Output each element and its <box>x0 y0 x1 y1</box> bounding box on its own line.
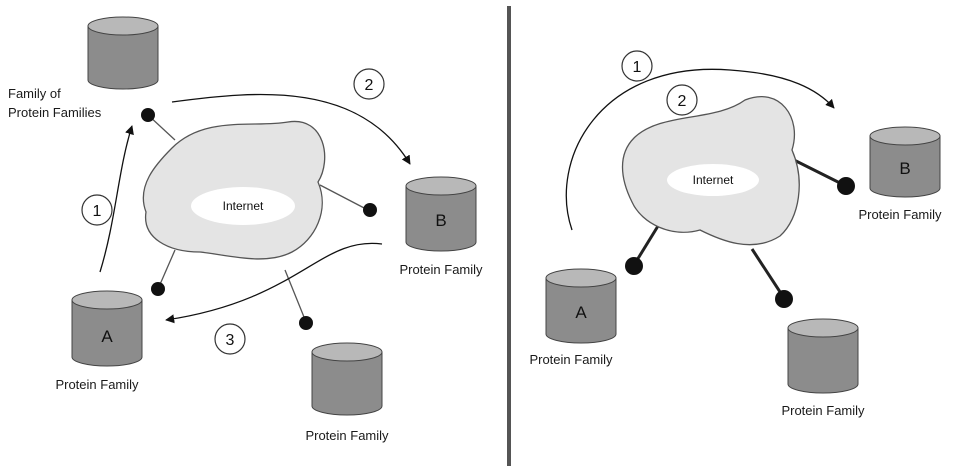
cylinder-c-label: Protein Family <box>781 403 865 418</box>
cylinder-b-letter: B <box>435 211 446 230</box>
internet-label: Internet <box>693 173 734 187</box>
node-b <box>837 177 855 195</box>
cylinder-b <box>869 126 941 198</box>
cylinder-b <box>405 176 477 252</box>
connector-a <box>157 249 176 290</box>
cylinder-b-letter: B <box>899 159 910 178</box>
connector-b <box>789 156 847 188</box>
step-1-marker: 1 <box>621 50 653 82</box>
node-a <box>625 257 643 275</box>
cylinder-c <box>787 318 859 394</box>
node-b <box>363 203 377 217</box>
cylinder-a <box>71 290 143 367</box>
internet-label-bubble <box>667 164 759 196</box>
cylinder-hub <box>87 16 159 90</box>
cylinder-a-letter: A <box>101 327 113 346</box>
cylinder-b-label: Protein Family <box>399 262 483 277</box>
cylinder-a-label: Protein Family <box>55 377 139 392</box>
arrow-step-1 <box>99 125 134 273</box>
step-2-marker: 2 <box>353 68 385 100</box>
step-3-marker: 3 <box>214 323 246 355</box>
step-2-number: 2 <box>678 93 687 110</box>
internet-label-bubble <box>191 187 295 225</box>
node-c <box>299 316 313 330</box>
arrow-step-2 <box>171 93 411 165</box>
cylinder-c <box>311 342 383 416</box>
cylinder-a <box>545 268 617 344</box>
arrow-step-1 <box>565 68 835 231</box>
hub-label-line1: Family of <box>8 86 61 101</box>
step-1-number: 1 <box>633 59 642 76</box>
step-1-marker: 1 <box>81 194 113 226</box>
cylinder-c-label: Protein Family <box>305 428 389 443</box>
step-3-number: 3 <box>226 332 235 349</box>
node-c <box>775 290 793 308</box>
hub-label-line2: Protein Families <box>8 105 102 120</box>
left-panel: Internet Family of Protein Families B Pr… <box>8 16 483 443</box>
node-a <box>151 282 165 296</box>
internet-label: Internet <box>223 199 264 213</box>
right-panel: Internet B Protein Family A Protein Fami… <box>529 50 942 418</box>
connector-c <box>284 269 307 323</box>
step-1-number: 1 <box>93 203 102 220</box>
node-hub <box>141 108 155 122</box>
connector-c <box>750 248 786 299</box>
cylinder-b-label: Protein Family <box>858 207 942 222</box>
step-2-number: 2 <box>365 77 374 94</box>
cylinder-a-label: Protein Family <box>529 352 613 367</box>
connector-b <box>319 184 369 211</box>
step-2-marker: 2 <box>666 84 698 116</box>
cylinder-a-letter: A <box>575 303 587 322</box>
arrow-step-3 <box>165 242 383 324</box>
